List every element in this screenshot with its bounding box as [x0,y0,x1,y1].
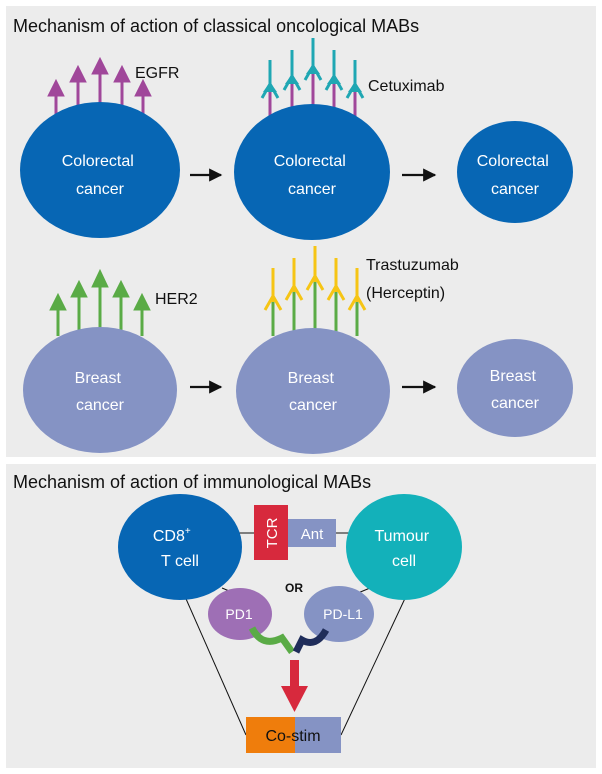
her2-receptor [133,292,151,336]
costim-label: Co-stim [265,728,320,745]
breast-cell-3-label: Breast cancer [490,368,541,412]
egfr-label: EGFR [135,65,179,82]
ant-label: Ant [301,526,324,543]
tcr-box [254,505,288,560]
colorectal-cell-3-label: Colorectal cancer [477,153,553,198]
or-label: OR [285,581,303,595]
breast-cell-2 [236,328,390,454]
colorectal-cell-2-label: Colorectal cancer [274,153,350,198]
pd1 [208,588,272,640]
bound-receptor [347,268,367,336]
bound-receptor [263,268,283,336]
bound-receptor [326,258,346,336]
breast-cell-2-label: Breast cancer [288,370,339,414]
colorectal-cell-3 [457,121,573,223]
cetuximab-label: Cetuximab [368,78,445,95]
colorectal-cell-1 [20,102,180,238]
tumour-cell [346,494,462,600]
bound-receptor [284,258,304,336]
bound-receptor [260,60,280,118]
t-cell-label: CD8+ T cell [153,521,199,570]
egfr-receptors [47,56,152,118]
costim-right [295,717,341,753]
colorectal-cell-1-label: Colorectal cancer [62,153,138,198]
row-colorectal: EGFR Colorectal cancer [20,38,573,240]
panel-immunological-title: Mechanism of action of immunological MAB… [13,472,371,492]
her2-receptor [49,292,67,336]
her2-label: HER2 [155,291,198,308]
bound-receptor [305,246,325,336]
trastuzumab-label: Trastuzumab (Herceptin) [366,257,463,302]
costim-left [246,717,295,753]
ant-box [288,519,336,547]
tumour-cell-label: Tumour cell [375,528,434,570]
breast-cell-1-label: Breast cancer [75,370,126,414]
row-breast: HER2 Breast cancer [23,246,573,454]
breast-cell-1 [23,327,177,453]
pd1-label: PD1 [225,606,252,622]
panel-immunological: Mechanism of action of immunological MAB… [6,464,596,768]
t-cell [118,494,242,600]
bound-receptor [345,60,365,118]
pdl1 [304,586,374,642]
breast-cell-3 [457,339,573,437]
her2-receptor [112,279,130,336]
pd1-antibody [248,626,295,655]
panel-classical: Mechanism of action of classical oncolog… [6,6,596,457]
trastuzumab-bound-receptors [263,246,367,336]
panel-classical-title: Mechanism of action of classical oncolog… [13,16,419,36]
bound-receptor [282,50,302,118]
red-arrow [281,660,308,712]
her2-receptor [70,279,88,336]
her2-receptors [49,268,151,336]
pdl1-antibody [292,628,330,654]
pdl1-label: PD-L1 [323,606,363,622]
tcr-label: TCR [264,517,281,548]
colorectal-cell-2 [234,104,390,240]
